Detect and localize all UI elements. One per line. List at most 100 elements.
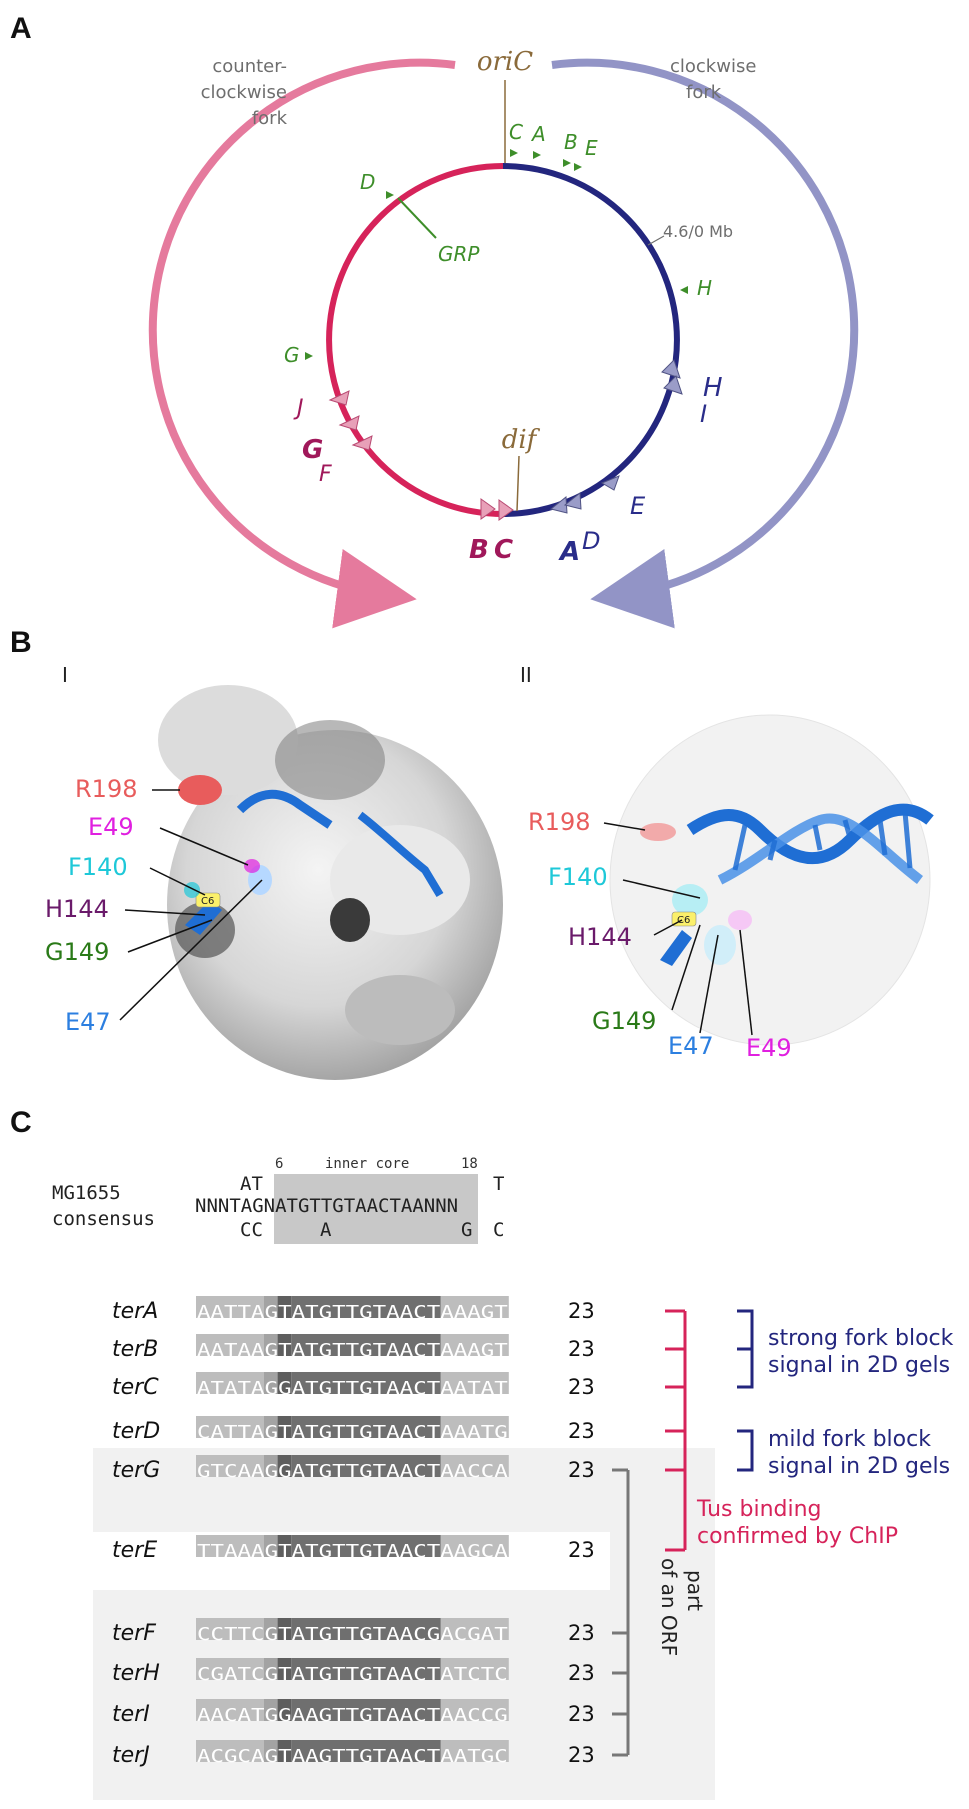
sequence-block-3	[291, 1296, 441, 1318]
leader-lines-ii	[603, 822, 753, 1036]
res-g149-label-ii: G149	[592, 1007, 656, 1035]
tus-bracket	[665, 1309, 687, 1552]
sequence-block-1	[264, 1372, 278, 1394]
ter-row-length: 23	[568, 1375, 595, 1399]
sequence-block-2	[277, 1334, 292, 1356]
surface-pocket-2	[175, 902, 235, 958]
c6-badge-i	[195, 892, 221, 908]
sequence-block-0	[196, 1618, 264, 1640]
c6-label-i: C6	[201, 896, 214, 907]
ter-row-length: 23	[568, 1661, 595, 1685]
sequence-block-0	[196, 1699, 264, 1721]
grp-tick	[397, 197, 437, 239]
surface-pocket-1	[330, 898, 370, 942]
sequence-block-0	[196, 1296, 264, 1318]
res-e49-label-i: E49	[88, 813, 134, 841]
ter-row-sequence: AACATGGAAGTTGTAACTAACCG	[197, 1705, 508, 1726]
ter-row-terh: terH CGATCGTATGTTGTAACTATCTC 23	[112, 1658, 595, 1686]
panel-b-letter: B	[10, 626, 32, 659]
ter-row-sequence: ACGCAGTAAGTTGTAACTAATGC	[197, 1746, 508, 1767]
mild-bracket	[737, 1429, 754, 1472]
cw-fork-label-2: fork	[686, 82, 722, 103]
tus-label-2: confirmed by ChIP	[697, 1524, 898, 1549]
ter-row-label: terC	[112, 1375, 159, 1400]
ter-row-sequence: CGATCGTATGTTGTAACTATCTC	[197, 1664, 508, 1685]
sequence-block-0	[196, 1740, 264, 1762]
core-end-number: 18	[461, 1156, 478, 1172]
ter-row-label: terJ	[112, 1743, 150, 1768]
ter-j-label: J	[293, 396, 304, 421]
residue-f140-blob	[184, 882, 200, 898]
sequence-block-1	[264, 1658, 278, 1680]
gene-b-arrow-icon	[563, 159, 571, 167]
gene-c-arrow-icon	[510, 149, 518, 157]
ter-row-sequence: GTCAAGGATGTTGTAACTAACCA	[197, 1461, 508, 1482]
clockwise-fork-arrow	[551, 58, 859, 629]
gene-d-arrow-icon	[386, 191, 394, 199]
dna-strand-i-1	[236, 789, 333, 829]
residue-e49-blob	[244, 859, 260, 873]
ter-row-label: terB	[112, 1337, 158, 1362]
oric-label: oriC	[477, 47, 533, 77]
res-r198-label-ii: R198	[528, 808, 590, 836]
ter-row-sequence: TTAAAGTATGTTGTAACTAAGCA	[197, 1541, 508, 1562]
dna-end-ii	[660, 930, 692, 966]
grp-label: GRP	[438, 242, 480, 266]
gene-a-arrow-icon	[533, 151, 541, 159]
residue-f140-ii	[672, 884, 708, 916]
sequence-block-4	[440, 1535, 509, 1557]
res-f140-label-i: F140	[68, 853, 128, 881]
mb-tick	[647, 235, 665, 246]
ter-row-sequence: CATTAGTATGTTGTAACTAAATG	[197, 1422, 508, 1443]
strong-label-1: strong fork block	[768, 1326, 954, 1351]
res-r198-label-i: R198	[75, 775, 137, 803]
sequence-block-1	[264, 1618, 278, 1640]
ter-row-label: terH	[112, 1661, 160, 1686]
ter-f-triangle	[351, 435, 373, 451]
consensus-sequence: NNNTAGNATGTTGTAACTAANNN	[195, 1195, 458, 1217]
ccw-fork-label-3: fork	[252, 108, 288, 129]
res-e47-label-ii: E47	[668, 1032, 714, 1060]
protein-surface-lobe	[158, 685, 298, 795]
ter-row-label: terG	[112, 1458, 160, 1483]
sequence-block-3	[291, 1416, 441, 1438]
sequence-block-3	[291, 1740, 441, 1762]
ter-i-triangle	[663, 375, 683, 395]
gene-h-arrow-icon	[680, 286, 688, 294]
ter-i-label: I	[700, 400, 707, 428]
gene-b-label: B	[564, 130, 578, 154]
ter-g-triangle	[338, 415, 360, 431]
sequence-block-1	[264, 1455, 278, 1477]
ter-row-label: terF	[112, 1621, 156, 1646]
sequence-block-4	[440, 1658, 509, 1680]
res-h144-label-i: H144	[45, 895, 109, 923]
ter-row-sequence: AATAAGTATGTTGTAACTAAAGT	[197, 1340, 508, 1361]
ter-d-label: D	[582, 527, 600, 555]
mild-label-2: signal in 2D gels	[768, 1454, 950, 1479]
ter-row-sequence: CCTTCGTATGTTGTAACGACGAT	[197, 1624, 508, 1645]
alt-bottom-cc: CC	[240, 1219, 263, 1241]
green-gene-markers: C A B E D H G	[284, 120, 712, 367]
strong-bracket	[737, 1309, 754, 1389]
ccw-fork-label-1: counter-	[212, 56, 287, 77]
tus-label-1: Tus binding	[696, 1497, 822, 1522]
ter-sites-right: H I E A D	[549, 359, 723, 567]
gene-a-label: A	[530, 122, 546, 146]
mild-label-1: mild fork block	[768, 1427, 931, 1452]
ter-f-label: F	[319, 462, 332, 487]
protein-surface-structure-i: C6	[158, 685, 503, 1080]
dna-strand-i-2	[357, 811, 444, 898]
sequence-block-4	[440, 1699, 509, 1721]
sequence-block-1	[264, 1334, 278, 1356]
sequence-block-3	[291, 1618, 441, 1640]
sequence-block-2	[277, 1535, 292, 1557]
cw-fork-label-1: clockwise	[670, 56, 756, 77]
ter-d-triangle	[563, 492, 582, 510]
